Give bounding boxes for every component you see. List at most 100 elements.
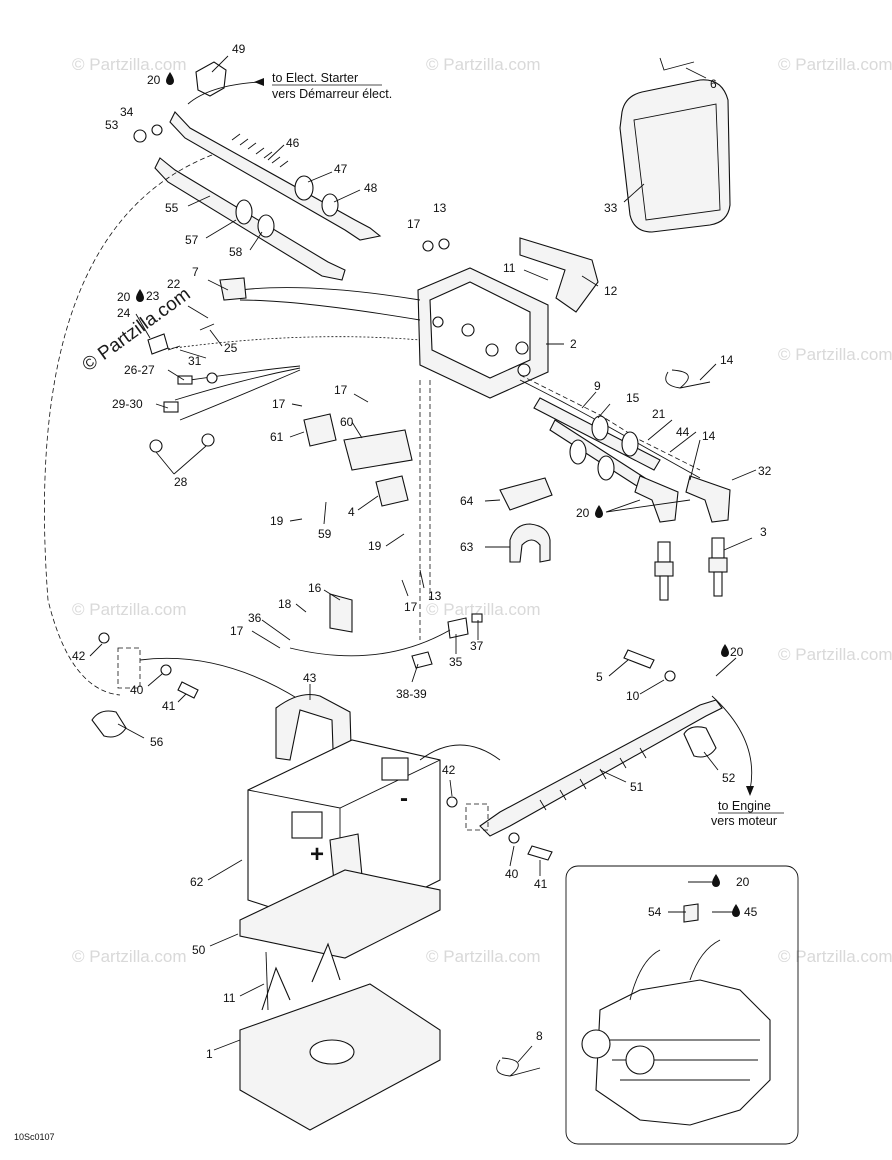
battery-negative-symbol: - (400, 785, 408, 812)
harness-9 (519, 374, 701, 471)
callout-47: 47 (334, 162, 348, 176)
callout-5: 5 (596, 670, 603, 684)
nut-42b (446, 796, 458, 808)
callout-49: 49 (232, 42, 246, 56)
battery-pad-50 (239, 869, 441, 959)
callout-11-bottom: 11 (223, 991, 236, 1005)
callout-57: 57 (185, 233, 199, 247)
callout-41-left: 41 (162, 699, 176, 713)
fuse-holder-24 (147, 333, 169, 355)
strap-43 (275, 693, 353, 781)
boot-56 (91, 710, 127, 738)
destination-notes: to Elect. Starter vers Démarreur élect. … (254, 71, 784, 828)
terminal-38-39 (411, 651, 433, 669)
washer-10 (664, 670, 676, 682)
watermark: © Partzilla.com (426, 947, 541, 966)
sleeve-48 (321, 193, 339, 217)
boot-49 (195, 61, 227, 97)
watermark: © Partzilla.com (778, 55, 892, 74)
callout-19-right: 19 (368, 539, 382, 553)
callout-46: 46 (286, 136, 300, 150)
spark-plug-3b (708, 537, 728, 597)
drop-icon (721, 644, 729, 657)
callout-38-39: 38-39 (396, 687, 427, 701)
callout-14-top: 14 (720, 353, 734, 367)
drop-icon (732, 904, 740, 917)
callout-7: 7 (192, 265, 199, 279)
callout-31: 31 (188, 354, 202, 368)
note-engine-fr: vers moteur (711, 814, 777, 828)
callout-4: 4 (348, 505, 355, 519)
callout-53: 53 (105, 118, 119, 132)
tie-8 (496, 1057, 541, 1077)
callout-19-left: 19 (270, 514, 284, 528)
callout-8: 8 (536, 1029, 543, 1043)
connector-7 (219, 277, 247, 301)
callout-55: 55 (165, 201, 179, 215)
callout-41-right: 41 (534, 877, 548, 891)
callout-48: 48 (364, 181, 378, 195)
callout-26-27: 26-27 (124, 363, 155, 377)
callout-52: 52 (722, 771, 736, 785)
callout-13-top: 13 (433, 201, 447, 215)
fuse-31 (167, 345, 181, 351)
watermark: © Partzilla.com (778, 947, 892, 966)
callout-58: 58 (229, 245, 243, 259)
tie-14 (665, 369, 711, 389)
note-starter-fr: vers Démarreur élect. (272, 87, 392, 101)
callout-24: 24 (117, 306, 131, 320)
screw-11b (265, 951, 269, 1011)
callout-64: 64 (460, 494, 474, 508)
callout-14-mid: 14 (702, 429, 716, 443)
spark-plug-3a (654, 541, 674, 601)
callout-labels: 49 20 34 53 46 47 48 55 57 58 6 33 13 17… (72, 42, 772, 1061)
nut-15 (591, 415, 609, 441)
callout-40-left: 40 (130, 683, 144, 697)
callout-22: 22 (167, 277, 181, 291)
callout-6: 6 (710, 77, 717, 91)
callout-17-bottom: 17 (230, 624, 244, 638)
callout-37: 37 (470, 639, 484, 653)
washer-40a (160, 664, 172, 676)
drop-icon (595, 505, 603, 518)
battery-positive-symbol: + (310, 841, 324, 868)
callout-59: 59 (318, 527, 332, 541)
nut-53 (133, 129, 147, 143)
watermark: © Partzilla.com (778, 645, 892, 664)
callout-36: 36 (248, 611, 262, 625)
drop-icon (136, 289, 144, 302)
washer-13-top (438, 238, 450, 250)
callout-20-left: 20 (117, 290, 131, 304)
sealant-drop-icons (136, 72, 740, 917)
watermark: © Partzilla.com (72, 55, 187, 74)
ground-wire-path (44, 154, 213, 696)
leader-lines (89, 55, 757, 1063)
callout-63: 63 (460, 540, 474, 554)
sleeve-58 (257, 214, 275, 238)
ring-terminal-28a (149, 439, 163, 453)
relay-61 (303, 413, 337, 447)
callout-20-spark: 20 (576, 506, 590, 520)
watermark: © Partzilla.com (72, 600, 187, 619)
nut-47 (294, 175, 314, 201)
cable-46-coils (231, 133, 289, 168)
callout-33: 33 (604, 201, 618, 215)
callout-3: 3 (760, 525, 767, 539)
callout-34: 34 (120, 105, 134, 119)
connector-35 (447, 617, 469, 639)
callout-21: 21 (652, 407, 666, 421)
boot-52 (683, 726, 717, 758)
callout-54: 54 (648, 905, 662, 919)
nut-17-top (422, 240, 434, 252)
callout-51: 51 (630, 780, 644, 794)
bracket-12 (519, 237, 599, 313)
engine-inset-frame (565, 865, 799, 1145)
spark-plug-cap-32a (634, 475, 679, 523)
watermark: © Partzilla.com (72, 947, 187, 966)
battery-terminal-pos (291, 811, 323, 839)
clip-6 (659, 57, 695, 71)
spark-plug-cap-32b (685, 475, 731, 523)
washer-40b (508, 832, 520, 844)
